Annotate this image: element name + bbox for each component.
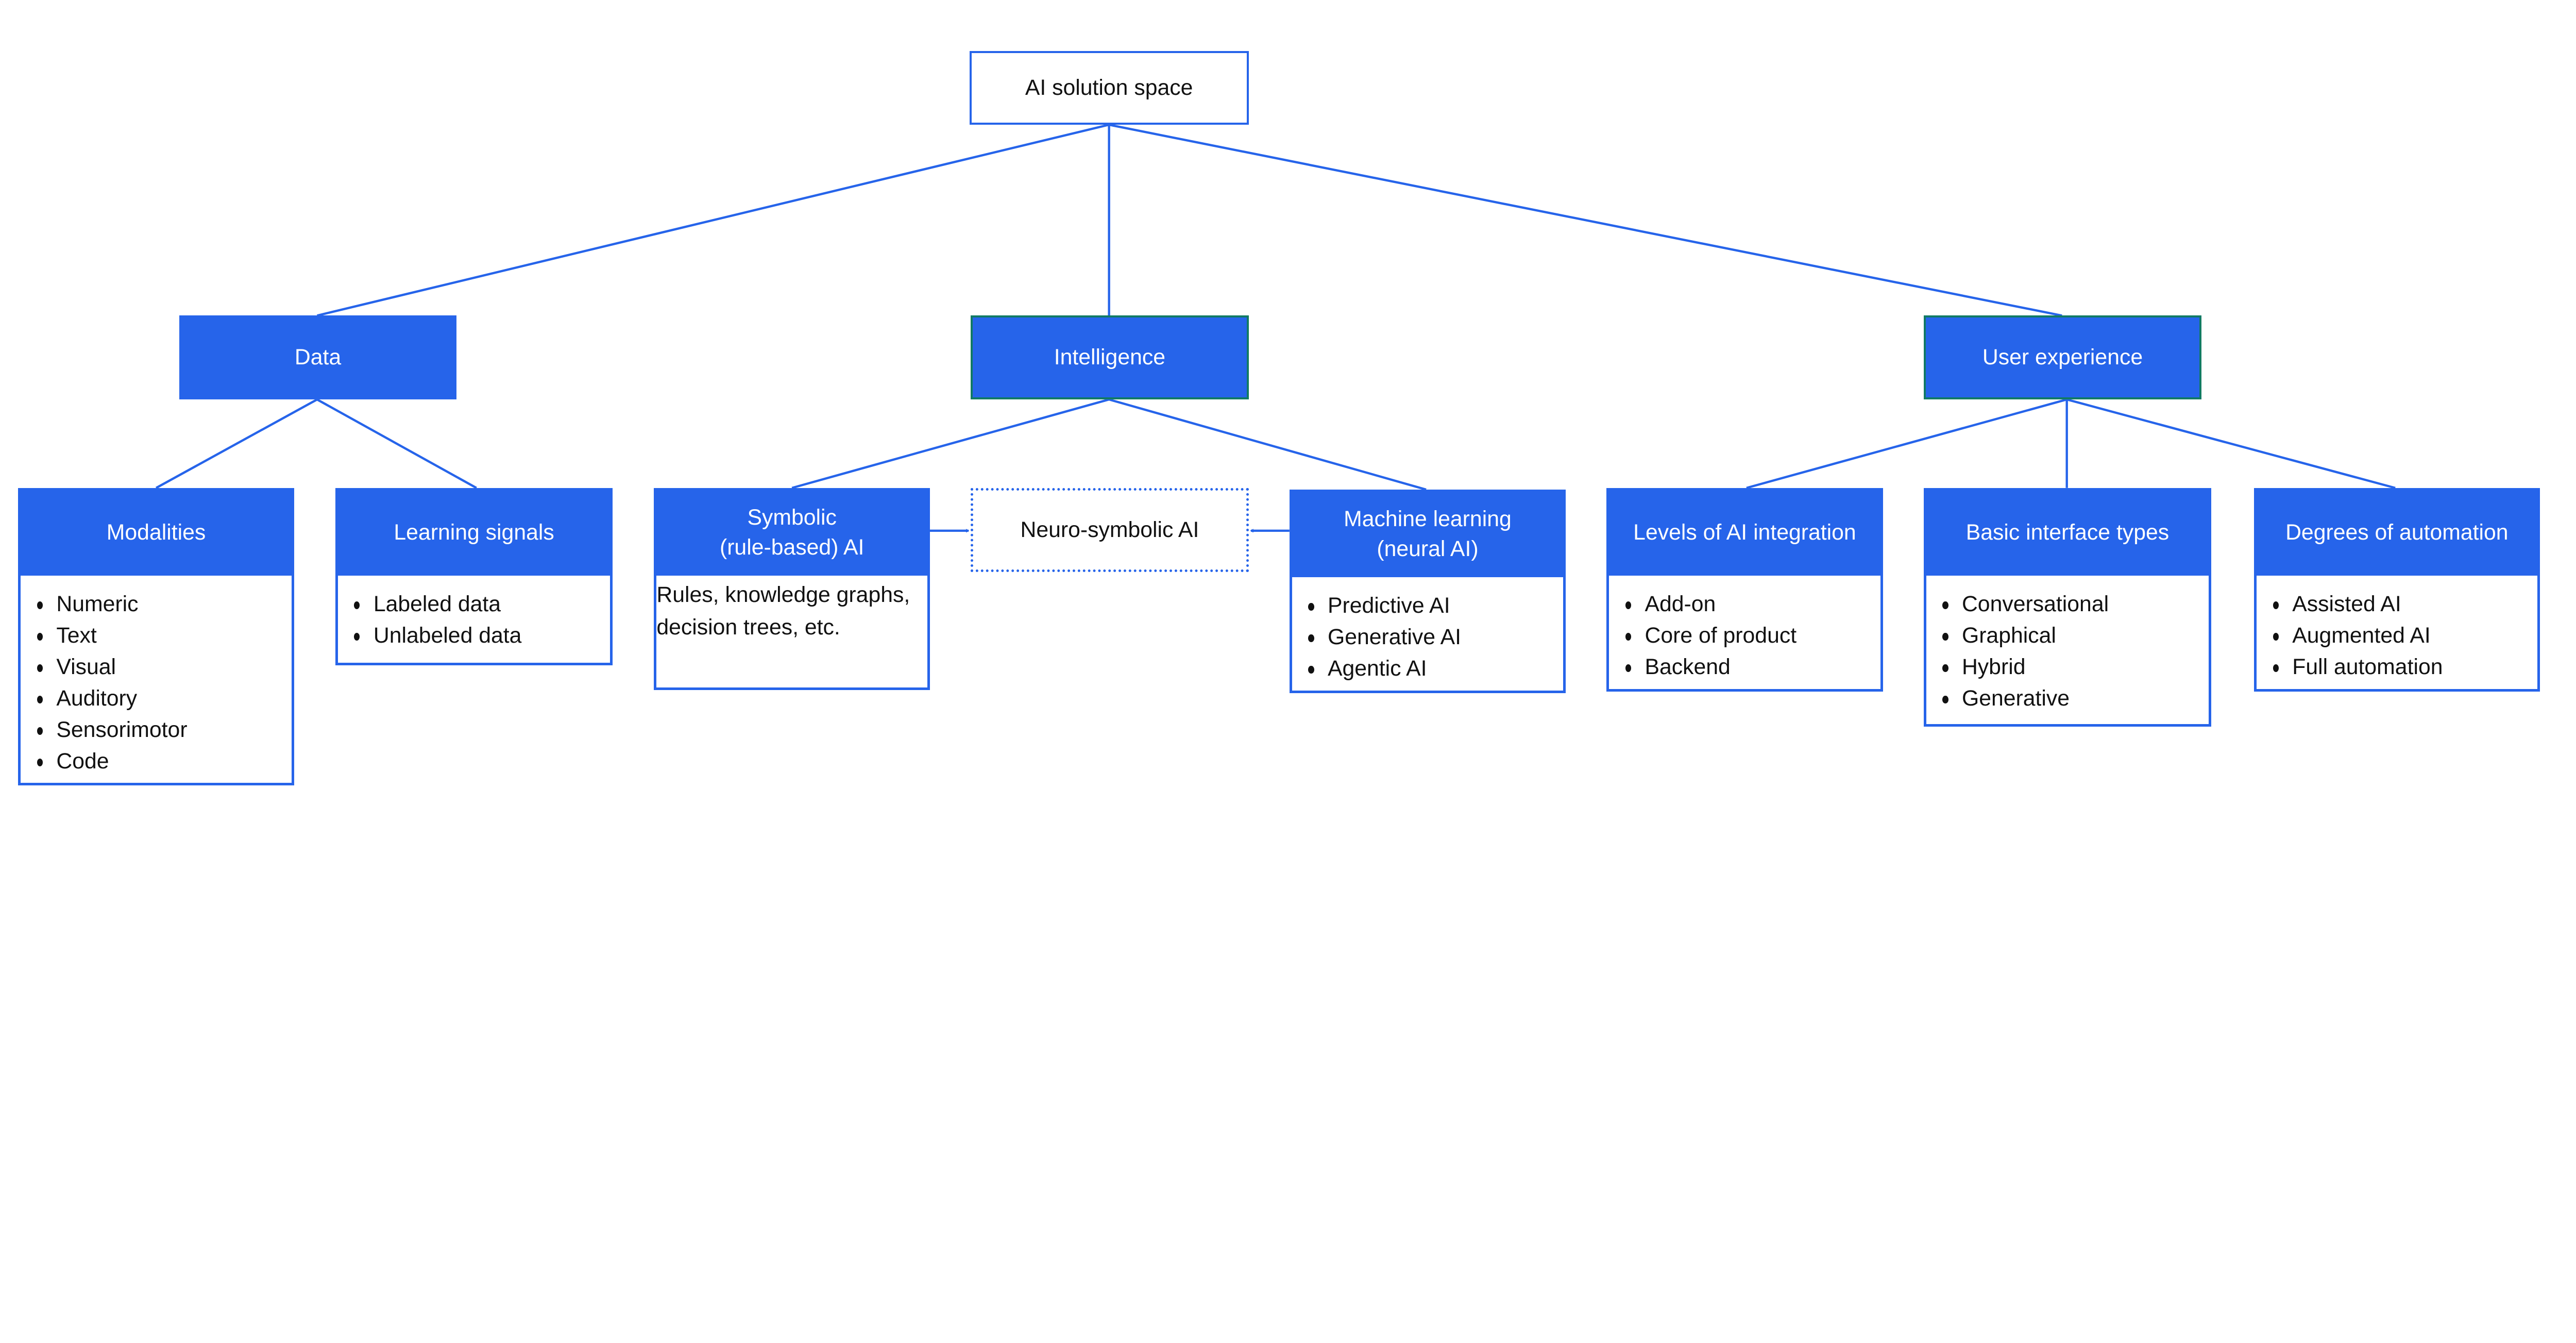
machine-learning-list: Predictive AI Generative AI Agentic AI — [1292, 577, 1563, 684]
list-item: Backend — [1625, 651, 1880, 683]
list-item: Generative — [1942, 683, 2209, 714]
list-item: Visual — [37, 651, 292, 683]
learning-signals-card: Learning signals Labeled data Unlabeled … — [335, 488, 613, 666]
link-ux-automation — [2066, 398, 2396, 489]
symbolic-ai-card: Symbolic (rule-based) AI Rules, knowledg… — [654, 488, 930, 691]
link-root-data — [316, 123, 1110, 317]
link-intelligence-ml — [1109, 398, 1427, 491]
list-item: Graphical — [1942, 620, 2209, 651]
learning-signals-title: Learning signals — [337, 490, 611, 576]
levels-title: Levels of AI integration — [1609, 490, 1880, 576]
data-node: Data — [179, 315, 457, 400]
automation-list: Assisted AI Augmented AI Full automation — [2257, 576, 2537, 683]
levels-list: Add-on Core of product Backend — [1609, 576, 1880, 683]
machine-learning-card: Machine learning (neural AI) Predictive … — [1289, 489, 1566, 694]
ml-title-line1: Machine learning — [1344, 507, 1512, 532]
intelligence-node: Intelligence — [971, 315, 1249, 400]
list-item: Assisted AI — [2273, 589, 2537, 620]
link-data-learning — [316, 398, 477, 489]
neuro-symbolic-label: Neuro-symbolic AI — [1020, 517, 1199, 542]
list-item: Full automation — [2273, 651, 2537, 683]
list-item: Core of product — [1625, 620, 1880, 651]
list-item: Sensorimotor — [37, 714, 292, 746]
interfaces-list: Conversational Graphical Hybrid Generati… — [1926, 576, 2209, 714]
list-item: Hybrid — [1942, 651, 2209, 683]
list-item: Code — [37, 746, 292, 777]
machine-learning-title: Machine learning (neural AI) — [1292, 492, 1564, 577]
data-label: Data — [294, 345, 342, 370]
root-node: AI solution space — [969, 51, 1249, 125]
link-ux-levels — [1746, 398, 2067, 489]
root-label: AI solution space — [1025, 75, 1193, 100]
list-item: Augmented AI — [2273, 620, 2537, 651]
connector-lines — [155, 123, 2396, 844]
modalities-list: Numeric Text Visual Auditory Sensorimoto… — [21, 576, 292, 777]
list-item: Conversational — [1942, 589, 2209, 620]
list-item: Labeled data — [354, 589, 610, 620]
user-experience-label: User experience — [1982, 345, 2143, 370]
list-item: Text — [37, 620, 292, 651]
list-item: Unlabeled data — [354, 620, 610, 651]
list-item: Generative AI — [1308, 622, 1563, 653]
list-item: Predictive AI — [1308, 590, 1563, 622]
link-data-modalities — [155, 398, 318, 489]
symbolic-ai-title: Symbolic (rule-based) AI — [656, 490, 927, 576]
symbolic-description: Rules, knowledge graphs, decision trees,… — [656, 582, 910, 640]
modalities-card: Modalities Numeric Text Visual Auditory … — [18, 488, 294, 785]
symbolic-title-line2: (rule-based) AI — [719, 535, 865, 560]
interfaces-title: Basic interface types — [1926, 490, 2209, 576]
degrees-of-automation-card: Degrees of automation Assisted AI Augmen… — [2254, 488, 2540, 692]
list-item: Auditory — [37, 683, 292, 714]
symbolic-title-line1: Symbolic — [747, 505, 837, 530]
link-intelligence-symbolic — [791, 398, 1110, 489]
link-root-ux — [1109, 123, 2062, 317]
neuro-symbolic-node: Neuro-symbolic AI — [971, 488, 1249, 572]
list-item: Add-on — [1625, 589, 1880, 620]
user-experience-node: User experience — [1923, 315, 2202, 400]
list-item: Numeric — [37, 589, 292, 620]
learning-signals-list: Labeled data Unlabeled data — [338, 576, 611, 651]
list-item: Agentic AI — [1308, 653, 1563, 684]
intelligence-label: Intelligence — [1054, 345, 1166, 370]
levels-of-integration-card: Levels of AI integration Add-on Core of … — [1606, 488, 1883, 692]
interface-types-card: Basic interface types Conversational Gra… — [1923, 488, 2212, 727]
ml-title-line2: (neural AI) — [1377, 536, 1479, 562]
modalities-title: Modalities — [21, 490, 292, 576]
automation-title: Degrees of automation — [2257, 490, 2537, 576]
